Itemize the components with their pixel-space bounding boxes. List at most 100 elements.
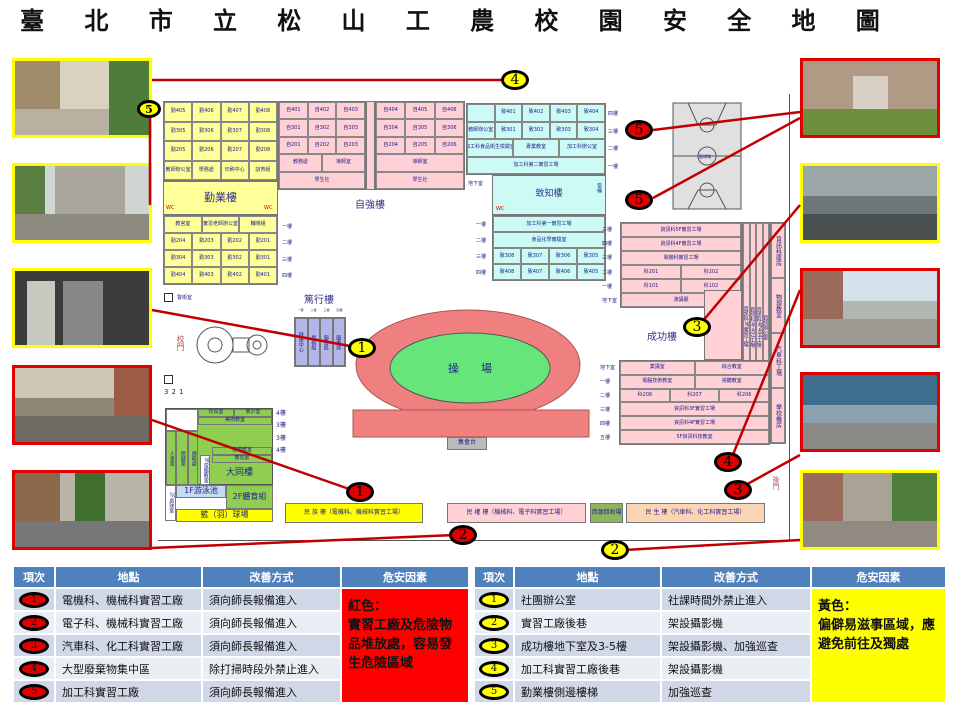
room-cell: 業講室 xyxy=(620,361,695,375)
photo-workshop-alley[interactable] xyxy=(800,470,940,550)
duxing-label: 篤行樓 xyxy=(304,295,334,306)
qinye-building: 勤業樓 xyxy=(163,181,278,215)
room-cell: 訓育組 xyxy=(248,160,277,180)
room-cell: 自203 xyxy=(336,136,366,155)
room-cell: 科206 xyxy=(719,388,770,403)
floor-label: 二樓 xyxy=(282,240,293,247)
room-cell: 加工科辦公室 xyxy=(559,139,605,157)
room-row: 電腦技術教室視聽教室 xyxy=(620,374,769,389)
room-cell: 自201 xyxy=(279,136,308,155)
room-cell: 自304 xyxy=(376,119,406,137)
marker-yellow-3[interactable]: 3 xyxy=(683,317,711,337)
room-cell: 致401 xyxy=(494,104,523,122)
chenggong-floor-labels: 三樓四樓三樓二樓一樓地下室 xyxy=(602,222,617,308)
datong-principal: 校長室 xyxy=(198,409,234,417)
datong-practice: 實習處 xyxy=(212,455,272,463)
room-cell: 自202 xyxy=(307,136,337,155)
floor-label: 三樓 xyxy=(282,256,293,263)
marker-yellow-4[interactable]: 4 xyxy=(501,70,529,90)
room-cell: 勤201 xyxy=(248,233,277,250)
datong-label: 大同樓 xyxy=(226,468,254,478)
room-cell: 自205 xyxy=(405,136,435,155)
floor-label: 二樓 xyxy=(600,392,611,399)
room-cell: 導師室 xyxy=(322,154,365,172)
room-cell: 資訊科5F實習工場 xyxy=(621,223,741,237)
room-cell: 勤207 xyxy=(220,141,249,161)
room-cell: 勤408 xyxy=(248,102,277,122)
col-header-improvement: 改善方式 xyxy=(203,567,340,587)
datong-room: 總務處 xyxy=(188,431,198,485)
location-cell: 大型廢棄物集中區 xyxy=(56,658,201,679)
room-cell: 自206 xyxy=(434,136,464,155)
col-header-index: 項次 xyxy=(14,567,54,587)
leader-lines xyxy=(148,78,802,552)
room-cell: 勤406 xyxy=(192,102,221,122)
datong-accounting: 會計室 xyxy=(234,409,272,417)
guard-room-icon xyxy=(164,293,173,302)
marker-yellow-5[interactable]: 5 xyxy=(137,100,161,118)
room-cell: 勤401 xyxy=(248,267,277,284)
room-cell: 勤206 xyxy=(192,141,221,161)
map-shapes xyxy=(165,102,742,438)
photo-basement[interactable] xyxy=(800,163,940,243)
marker-red-4[interactable]: 4 xyxy=(714,452,742,472)
room-cell: 勤205 xyxy=(164,141,193,161)
photo-back-alley[interactable] xyxy=(12,58,152,138)
room-cell: 自401 xyxy=(279,102,308,120)
room-cell: 致408 xyxy=(493,264,521,280)
photo-workshop-5[interactable] xyxy=(800,58,940,138)
photo-workshop-3[interactable] xyxy=(800,372,940,452)
room-cell: 致406 xyxy=(549,264,577,280)
photo-club-office[interactable] xyxy=(12,268,152,348)
room-cell: 致306 xyxy=(549,248,577,264)
recycling-area: 資源回收場 xyxy=(590,503,623,523)
room-row: 加工科食品衛生檢驗室專業教室加工科辦公室 xyxy=(467,139,605,157)
photo-waste-area[interactable] xyxy=(800,268,940,348)
photo-workshop-2[interactable] xyxy=(12,470,152,550)
swimming-pool: 1F游泳池 xyxy=(176,485,226,498)
datong-room: 3F電腦教室 xyxy=(200,455,210,485)
back-gate-label: 後門 xyxy=(772,476,780,490)
guard-room-icon xyxy=(164,375,173,384)
room-cell: 自405 xyxy=(405,102,435,120)
school-gate-shape xyxy=(196,326,268,364)
floor-label: 二樓 xyxy=(310,308,317,312)
floor-label: 二樓 xyxy=(476,237,487,244)
location-cell: 汽車科、化工科實習工廠 xyxy=(56,635,201,656)
room-cell: 自305 xyxy=(405,119,435,137)
marker-red-5[interactable]: 5 xyxy=(625,190,653,210)
marker-red-5[interactable]: 5 xyxy=(625,120,653,140)
marker-red-3[interactable]: 3 xyxy=(724,480,752,500)
floor-marker: 1 xyxy=(178,388,184,396)
room-row: 資訊科3F實習工場 xyxy=(620,402,769,417)
room-row: 教官室實習老師辦公室輔導組 xyxy=(164,216,278,233)
room-cell: 自303 xyxy=(336,119,366,137)
floor-marker: 2 xyxy=(171,388,176,396)
marker-red-2[interactable]: 2 xyxy=(449,525,477,545)
room-cell: 科208 xyxy=(620,388,670,403)
photo-workshop-1[interactable] xyxy=(12,365,152,445)
room-cell: 健康中心 xyxy=(295,318,308,366)
marker-yellow-1[interactable]: 1 xyxy=(348,338,376,358)
location-cell: 電子科、機械科實習工廠 xyxy=(56,612,201,633)
floor-label: 一樓 xyxy=(602,283,613,290)
room-cell: 致302 xyxy=(522,121,550,139)
room-cell: 致407 xyxy=(521,264,549,280)
minquan-building: 民 權 樓（機械科、電子科實習工場） xyxy=(447,503,586,523)
floor-label: 四樓 xyxy=(600,421,611,428)
photo-side-stairs[interactable] xyxy=(12,163,152,243)
floor-label: 二樓 xyxy=(602,269,613,276)
qinye-label: 勤業樓 xyxy=(204,190,237,204)
title-char: 立 xyxy=(212,5,237,35)
room-cell: 致404 xyxy=(577,104,605,122)
marker-yellow-2[interactable]: 2 xyxy=(601,540,629,560)
risk-marker-icon: 1 xyxy=(479,591,509,608)
marker-red-1[interactable]: 1 xyxy=(346,482,374,502)
